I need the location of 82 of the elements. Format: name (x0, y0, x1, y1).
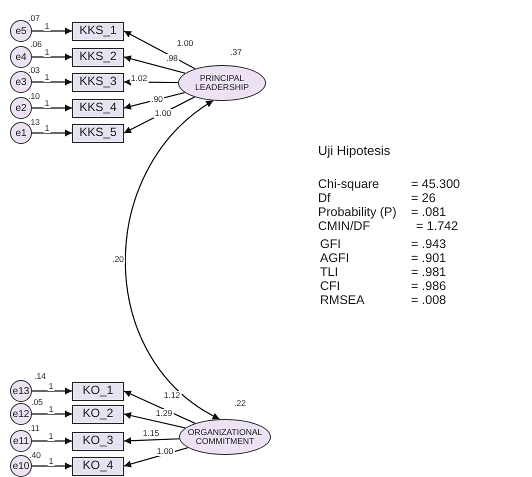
fit-value: = 1.742 (416, 220, 458, 232)
arrow (32, 104, 72, 112)
edge-label: 1.00 (154, 109, 172, 118)
fit-index-name: RMSEA (320, 294, 364, 306)
fit-value: = .943 (411, 238, 446, 250)
fit-index-name: CFI (320, 280, 340, 292)
arrow (124, 96, 195, 134)
fit-value: = 26 (411, 192, 436, 204)
indicator-box: KKS_1 (72, 22, 124, 40)
error-circle: e2 (10, 97, 32, 119)
error-circle: e4 (10, 46, 32, 68)
arrow (124, 92, 185, 110)
fit-value: = .981 (411, 266, 446, 278)
arrow (124, 447, 188, 468)
edge-label: .90 (150, 95, 164, 104)
indicator-box: KKS_4 (72, 98, 124, 118)
indicator-box: KKS_3 (72, 72, 124, 92)
fit-index-name: GFI (320, 238, 341, 250)
arrow (32, 462, 72, 470)
error-circle: e11 (10, 430, 32, 452)
edge-label: 1.29 (154, 409, 174, 418)
indicator-box: KO_1 (72, 382, 124, 400)
arrow (124, 30, 196, 70)
edge-label: .98 (165, 54, 179, 64)
covariance-arrow (124, 100, 220, 420)
arrow (32, 410, 72, 418)
fit-value: = .008 (411, 294, 446, 306)
error-circle: e13 (10, 380, 32, 402)
arrow (32, 78, 72, 86)
edge-label: 1.12 (162, 391, 182, 400)
fit-index-name: Chi-square (318, 178, 380, 190)
arrow (124, 78, 178, 86)
edge-label: 1 (44, 124, 50, 134)
fit-value: = .081 (411, 206, 446, 218)
variance-label: .06 (29, 40, 43, 50)
edge-label: 1.00 (176, 39, 194, 48)
edge-label: 1 (48, 382, 54, 392)
fit-index-name: CMIN/DF (318, 220, 370, 232)
indicator-box: KKS_5 (72, 124, 124, 142)
error-circle: e3 (10, 71, 32, 93)
variance-label: .37 (229, 48, 243, 58)
edge-label: 1.15 (142, 429, 160, 438)
arrow (124, 412, 186, 429)
error-circle: e10 (10, 455, 32, 477)
fit-value: = .986 (411, 280, 446, 292)
edge-label: 1 (44, 73, 50, 82)
arrow (124, 55, 186, 74)
fit-value: = .901 (411, 252, 446, 264)
edge-label: .20 (111, 255, 125, 264)
arrow (32, 438, 72, 444)
arrow (32, 130, 72, 136)
arrow (124, 437, 180, 444)
edge-label: 1 (44, 22, 50, 32)
latent-ellipse: PRINCIPAL LEADERSHIP (178, 65, 266, 101)
edge-label: 1 (48, 405, 54, 414)
edge-label: 1 (48, 432, 54, 442)
variance-label: .22 (233, 399, 247, 408)
arrow (124, 390, 196, 424)
arrow (32, 28, 72, 34)
variance-label: .14 (33, 372, 47, 382)
edge-label: 1 (44, 99, 50, 108)
error-circle: e1 (10, 122, 32, 144)
table-heading: Uji Hipotesis (318, 143, 390, 158)
fit-index-name: AGFI (320, 252, 350, 264)
fit-value: = 45.300 (411, 178, 460, 190)
fit-index-name: Df (318, 192, 330, 204)
arrow (32, 388, 72, 394)
indicator-box: KO_3 (72, 432, 124, 450)
edge-label: 1.00 (156, 447, 174, 456)
edge-label: 1 (48, 457, 54, 466)
edge-label: 1.02 (130, 74, 148, 84)
error-circle: e5 (10, 20, 32, 42)
fit-index-name: TLI (320, 266, 338, 278)
indicator-box: KO_4 (72, 456, 124, 476)
latent-ellipse: ORGANIZATIONAL COMMITMENT (179, 419, 271, 455)
indicator-box: KO_2 (72, 404, 124, 424)
indicator-box: KKS_2 (72, 48, 124, 66)
fit-index-name: Probability (P) (318, 206, 396, 218)
arrow (32, 54, 72, 60)
variance-label: .05 (30, 398, 44, 408)
error-circle: e12 (10, 403, 32, 425)
edge-label: 1 (44, 48, 50, 58)
